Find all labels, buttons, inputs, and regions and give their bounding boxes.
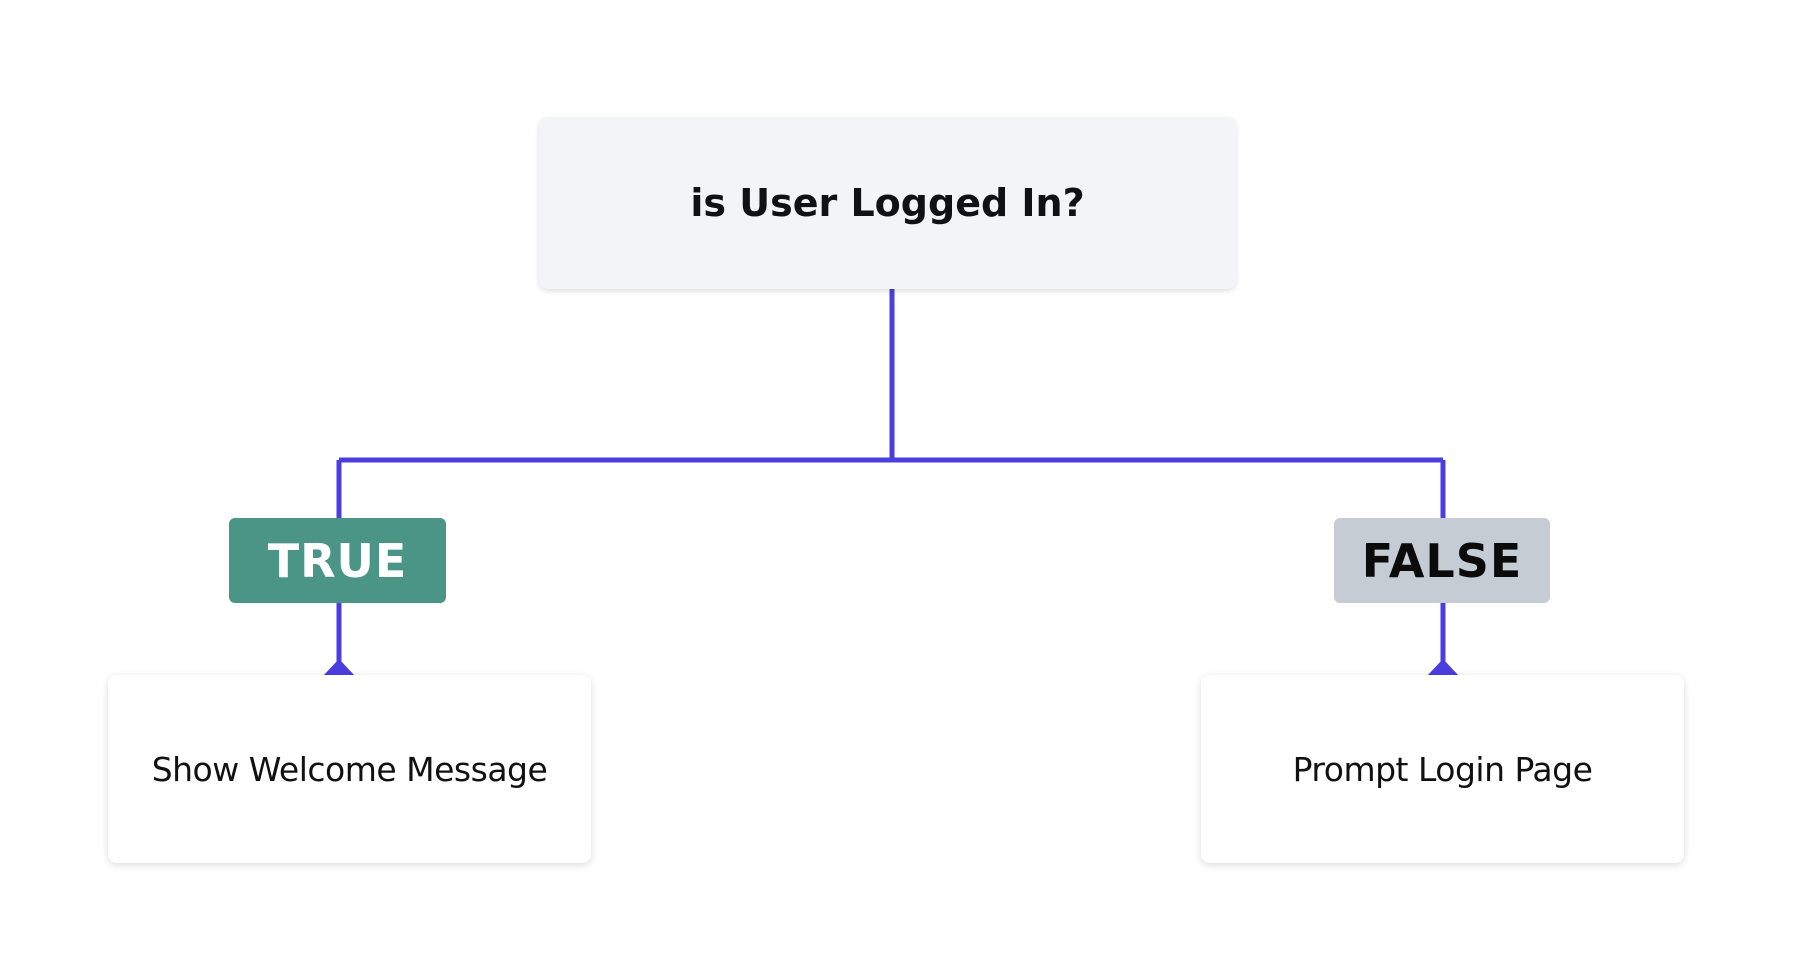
false-badge: FALSE	[1334, 518, 1550, 603]
true-outcome-label: Show Welcome Message	[151, 749, 548, 789]
true-outcome-node: Show Welcome Message	[108, 675, 591, 863]
false-outcome-label: Prompt Login Page	[1292, 749, 1593, 789]
decision-node: is User Logged In?	[539, 117, 1236, 289]
true-badge-label: TRUE	[267, 533, 408, 588]
true-badge: TRUE	[229, 518, 446, 603]
false-outcome-node: Prompt Login Page	[1201, 675, 1684, 863]
decision-label: is User Logged In?	[690, 181, 1085, 225]
false-badge-label: FALSE	[1361, 533, 1523, 588]
